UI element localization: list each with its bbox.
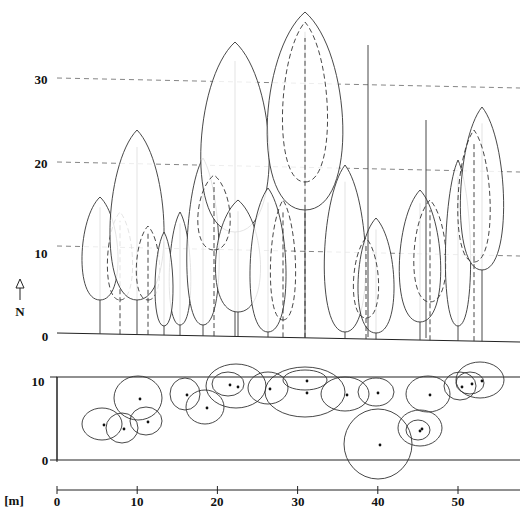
crown-projection: [344, 409, 412, 479]
tree-trunk: [474, 143, 475, 341]
stem-point: [419, 430, 422, 433]
tree-crown: [155, 232, 173, 326]
stem-point: [481, 380, 484, 383]
ground-line: [57, 333, 520, 342]
crown-projection: [321, 377, 369, 411]
axis-number: 10: [32, 375, 45, 388]
x-axis: [57, 490, 520, 491]
crown-projection: [212, 372, 244, 396]
tree-crown: [414, 200, 446, 302]
plot-outline: [57, 377, 520, 460]
tree-trunk: [148, 233, 149, 334]
north-label: N: [15, 305, 24, 318]
tree-crown: [358, 218, 394, 333]
tree-crowns: [82, 12, 504, 341]
tree-trunk: [283, 212, 284, 337]
axis-tick: [458, 486, 459, 494]
north-arrow: [16, 279, 24, 300]
crown-projection: [265, 367, 345, 417]
stem-point: [429, 394, 432, 397]
tree-crown: [460, 107, 503, 270]
stem-point: [206, 407, 209, 410]
stem-point: [147, 421, 150, 424]
tree-crown: [458, 130, 490, 262]
plan-axis: [57, 377, 58, 462]
tree-trunk: [214, 183, 215, 337]
tree-trunk: [426, 120, 427, 338]
axis-number: 10: [35, 247, 48, 260]
axis-number: 20: [35, 157, 48, 170]
axis-number: 20: [211, 494, 224, 507]
unit-label: [m]: [4, 494, 24, 507]
stem-point: [139, 398, 142, 401]
crown-projection: [444, 372, 476, 400]
stem-point: [123, 428, 126, 431]
stem-point: [471, 383, 474, 386]
crown-projection: [358, 378, 394, 406]
stem-point: [461, 386, 464, 389]
axis-number: 30: [35, 73, 48, 86]
tree-crown: [282, 22, 327, 182]
crown-projection: [456, 362, 504, 398]
stem-point: [421, 428, 424, 431]
tree-trunk: [305, 38, 306, 338]
axis-number: 30: [292, 494, 305, 507]
crown-projection: [186, 390, 224, 424]
stem-point: [103, 424, 106, 427]
stem-point: [269, 388, 272, 391]
tree-trunk: [368, 45, 369, 337]
crown-projection: [283, 370, 327, 390]
axis-number: 0: [42, 330, 49, 343]
tree-crown: [270, 200, 295, 320]
crown-projection: [106, 413, 138, 443]
tree-crown: [353, 238, 378, 318]
crown-projection: [406, 376, 450, 412]
stem-point: [306, 380, 309, 383]
tree-crown: [399, 190, 440, 322]
crown-projection: [82, 408, 122, 440]
axis-number: 0: [54, 494, 61, 507]
axis-tick: [217, 486, 218, 494]
axis-number: 10: [131, 494, 144, 507]
stem-point: [186, 394, 189, 397]
tree-crown: [250, 188, 286, 332]
axis-number: 40: [372, 494, 385, 507]
crown-projection: [170, 378, 200, 410]
crown-projection: [248, 372, 288, 404]
axis-tick: [377, 486, 378, 494]
axis-number: 50: [452, 494, 465, 507]
crown-projection: [406, 420, 430, 440]
crown-projections: [82, 362, 504, 479]
axis-tick: [57, 486, 58, 494]
crown-projection: [130, 407, 162, 435]
crown-projection: [456, 372, 484, 394]
crown-projection: [114, 376, 162, 420]
axis-tick: [137, 486, 138, 494]
crown-projection: [398, 410, 442, 446]
tree-trunk: [366, 246, 367, 339]
stem-point: [377, 392, 380, 395]
stem-point: [346, 394, 349, 397]
axis-tick: [297, 486, 298, 494]
tree-crown: [198, 175, 230, 250]
stem-point: [229, 384, 232, 387]
axis-number: 0: [42, 454, 49, 467]
tree-trunk: [430, 210, 431, 340]
tree-trunk: [305, 32, 306, 338]
stem-point: [237, 386, 240, 389]
stem-point: [306, 392, 309, 395]
stem-point: [379, 444, 382, 447]
